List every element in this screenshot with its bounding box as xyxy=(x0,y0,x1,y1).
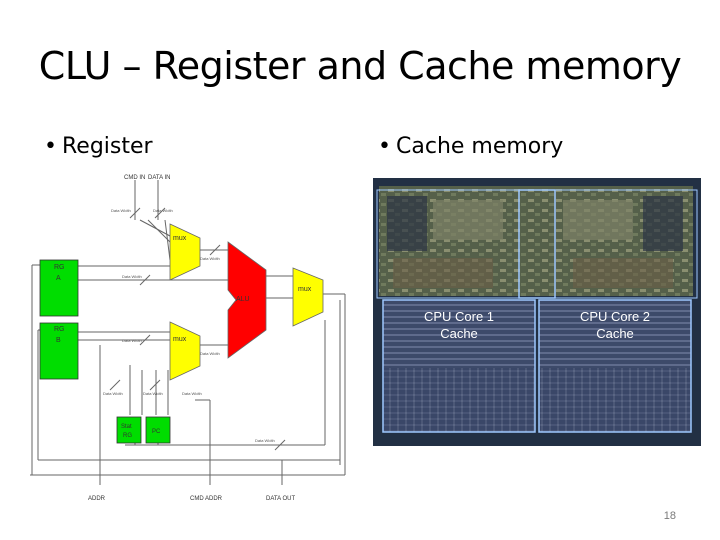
slide-title: CLU – Register and Cache memory xyxy=(38,44,682,88)
register-b-label: RG xyxy=(54,326,65,333)
mux-top-label: mux xyxy=(173,235,187,242)
core2-cache-label: Cache xyxy=(596,326,634,341)
mux-output-label: mux xyxy=(298,286,312,293)
data-width-label: Data Width xyxy=(182,391,202,396)
register-diagram: CMD IN DATA IN Data Width Data Width Dat… xyxy=(30,175,346,502)
bullet-cache-label: Cache memory xyxy=(396,134,564,159)
cache-die-image: CPU Core 1 Cache CPU Core 2 Cache xyxy=(373,178,701,446)
data-width-label: Data Width xyxy=(153,208,173,213)
cmd-addr-output-label: CMD ADDR xyxy=(190,496,223,502)
data-width-label: Data Width xyxy=(122,274,142,279)
register-b-block xyxy=(39,322,79,380)
status-register-block xyxy=(116,416,142,444)
core1-cache-label: Cache xyxy=(440,326,478,341)
addr-output-label: ADDR xyxy=(88,496,106,502)
cmd-in-label: CMD IN xyxy=(124,175,145,181)
status-register-label: Stat xyxy=(121,424,132,430)
program-counter-block xyxy=(145,416,171,444)
program-counter-label: PC xyxy=(152,429,161,435)
mux-top xyxy=(169,223,201,281)
data-width-label: Data Width xyxy=(200,256,220,261)
core1-label: CPU Core 1 xyxy=(424,309,494,324)
data-width-label: Data Width xyxy=(103,391,123,396)
mux-bottom-label: mux xyxy=(173,336,187,343)
core2-label: CPU Core 2 xyxy=(580,309,650,324)
bullet-register: •Register xyxy=(44,134,153,159)
status-register-sublabel: RG xyxy=(123,433,132,439)
data-width-label: Data Width xyxy=(111,208,131,213)
data-out-output-label: DATA OUT xyxy=(266,496,295,502)
alu-label: ALU xyxy=(236,296,250,303)
bullet-cache-memory: •Cache memory xyxy=(378,134,563,159)
mux-bottom xyxy=(169,321,201,381)
register-a-sublabel: A xyxy=(56,275,61,282)
register-b-sublabel: B xyxy=(56,337,61,344)
bullet-register-label: Register xyxy=(62,134,153,159)
register-a-label: RG xyxy=(54,264,65,271)
data-width-label: Data Width xyxy=(122,338,142,343)
data-in-label: DATA IN xyxy=(148,175,170,181)
page-number: 18 xyxy=(663,510,676,522)
alu-block xyxy=(227,241,267,359)
mux-output xyxy=(292,267,324,327)
bullet-dot-icon: • xyxy=(44,134,57,159)
bullet-dot-icon: • xyxy=(378,134,391,159)
data-width-label: Data Width xyxy=(255,438,275,443)
register-a-block xyxy=(39,259,79,317)
data-width-label: Data Width xyxy=(200,351,220,356)
data-width-label: Data Width xyxy=(143,391,163,396)
